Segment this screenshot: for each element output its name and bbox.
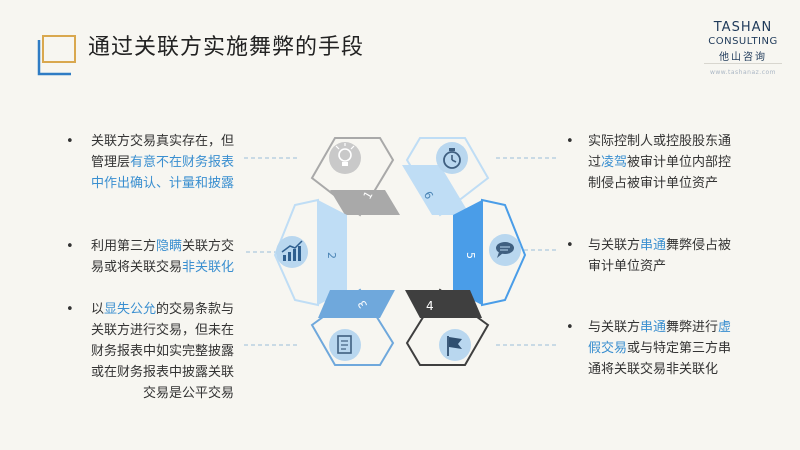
- text-line: 审计单位资产: [588, 256, 738, 277]
- text-run: 的交易条款与: [155, 302, 234, 317]
- left-item-3: • 以显失公允的交易条款与关联方进行交易，但未在财务报表中如实完整披露或在财务报…: [66, 299, 234, 404]
- text-line: 制侵占被审计单位资产: [588, 173, 738, 194]
- text-run: 制侵占被审计单位资产: [588, 176, 719, 191]
- text-line: 利用第三方隐瞒关联方交: [88, 236, 234, 257]
- right-item-1-text: 实际控制人或控股股东通过凌驾被审计单位内部控制侵占被审计单位资产: [588, 131, 738, 194]
- segment-5-number: 5: [464, 252, 477, 259]
- text-line: 管理层有意不在财务报表: [88, 152, 234, 173]
- right-item-2: • 与关联方串通舞弊侵占被审计单位资产: [566, 235, 738, 277]
- bullet: •: [566, 320, 574, 335]
- highlight-text: 隐瞒: [155, 239, 182, 254]
- text-line: 与关联方串通舞弊侵占被: [588, 235, 738, 256]
- text-line: 关联方进行交易，但未在: [88, 320, 234, 341]
- text-run: 管理层: [90, 155, 130, 170]
- highlight-text: 串通: [640, 238, 667, 253]
- left-item-3-text: 以显失公允的交易条款与关联方进行交易，但未在财务报表中如实完整披露或在财务报表中…: [88, 299, 234, 404]
- chat-bubble-icon: [489, 234, 521, 266]
- text-line: 假交易或与特定第三方串: [588, 338, 744, 359]
- text-line: 易或将关联交易非关联化: [88, 257, 234, 278]
- segment-2: 2: [273, 198, 347, 307]
- text-run: 关联方交: [181, 239, 234, 254]
- bullet: •: [566, 238, 574, 253]
- text-run: 舞弊进行: [666, 320, 719, 335]
- left-item-1: • 关联方交易真实存在，但管理层有意不在财务报表中作出确认、计量和披露: [66, 131, 234, 194]
- text-run: 通将关联交易非关联化: [588, 362, 719, 377]
- text-line: 财务报表中如实完整披露: [88, 341, 234, 362]
- text-run: 以: [90, 302, 104, 317]
- text-run: 关联方进行交易，但未在: [90, 323, 234, 338]
- segment-1: 1: [310, 137, 400, 217]
- right-item-2-text: 与关联方串通舞弊侵占被审计单位资产: [588, 235, 738, 277]
- highlight-text: 有意不在财务报表: [129, 155, 234, 170]
- segment-4: 4: [405, 288, 490, 366]
- segment-2-number: 2: [325, 252, 338, 259]
- flag-icon: [439, 329, 471, 361]
- text-run: 过: [588, 155, 602, 170]
- highlight-text: 中作出确认、计量和披露: [90, 176, 234, 191]
- left-item-1-text: 关联方交易真实存在，但管理层有意不在财务报表中作出确认、计量和披露: [88, 131, 234, 194]
- brand-subtitle: CONSULTING: [708, 36, 778, 47]
- text-line: 与关联方串通舞弊进行虚: [588, 317, 744, 338]
- left-item-2-text: 利用第三方隐瞒关联方交易或将关联交易非关联化: [88, 236, 234, 278]
- brand-url: www.tashanaz.com: [709, 69, 777, 76]
- highlight-text: 显失公允: [103, 302, 156, 317]
- page-title: 通过关联方实施舞弊的手段: [88, 35, 365, 60]
- text-run: 利用第三方: [90, 239, 156, 254]
- text-run: 或与特定第三方串: [627, 341, 732, 356]
- brand-chinese-name: 他山咨询: [719, 52, 767, 63]
- text-line: 交易是公平交易: [88, 383, 234, 404]
- text-run: 易或将关联交易: [90, 260, 182, 275]
- segment-3: 3: [310, 288, 395, 366]
- highlight-text: 虚: [718, 320, 732, 335]
- text-run: 实际控制人或控股股东通: [588, 134, 732, 149]
- text-line: 通将关联交易非关联化: [588, 359, 744, 380]
- left-item-2: • 利用第三方隐瞒关联方交易或将关联交易非关联化: [66, 236, 234, 278]
- text-line: 以显失公允的交易条款与: [88, 299, 234, 320]
- bullet: •: [566, 134, 574, 149]
- document-icon: [329, 329, 361, 361]
- text-run: 交易是公平交易: [142, 386, 234, 401]
- highlight-text: 凌驾: [601, 155, 628, 170]
- segment-5: 5: [453, 198, 527, 307]
- highlight-text: 假交易: [588, 341, 628, 356]
- highlight-text: 非关联化: [181, 260, 234, 275]
- text-line: 过凌驾被审计单位内部控: [588, 152, 738, 173]
- title-decoration-icon: [37, 35, 76, 76]
- text-run: 或在财务报表中披露关联: [90, 365, 234, 380]
- right-item-1: • 实际控制人或控股股东通过凌驾被审计单位内部控制侵占被审计单位资产: [566, 131, 738, 194]
- text-run: 审计单位资产: [588, 259, 667, 274]
- text-run: 被审计单位内部控: [627, 155, 732, 170]
- brand-name: TASHAN: [713, 20, 773, 35]
- stopwatch-icon: [436, 142, 468, 174]
- bullet: •: [66, 302, 74, 317]
- right-item-3-text: 与关联方串通舞弊进行虚假交易或与特定第三方串通将关联交易非关联化: [588, 317, 744, 380]
- bullet: •: [66, 134, 74, 149]
- text-line: 中作出确认、计量和披露: [88, 173, 234, 194]
- lightbulb-icon: [329, 142, 361, 174]
- segment-6: 6: [402, 137, 490, 217]
- segment-4-number: 4: [426, 299, 434, 313]
- text-run: 与关联方: [588, 238, 641, 253]
- growth-chart-icon: [276, 236, 308, 268]
- text-line: 关联方交易真实存在，但: [88, 131, 234, 152]
- text-run: 与关联方: [588, 320, 641, 335]
- brand-logo: TASHAN CONSULTING 他山咨询 www.tashanaz.com: [700, 20, 786, 76]
- right-item-3: • 与关联方串通舞弊进行虚假交易或与特定第三方串通将关联交易非关联化: [566, 317, 744, 380]
- text-line: 实际控制人或控股股东通: [588, 131, 738, 152]
- text-line: 或在财务报表中披露关联: [88, 362, 234, 383]
- brand-divider: [704, 63, 782, 64]
- highlight-text: 串通: [640, 320, 667, 335]
- text-run: 财务报表中如实完整披露: [90, 344, 234, 359]
- text-run: 关联方交易真实存在，但: [90, 134, 234, 149]
- text-run: 舞弊侵占被: [666, 238, 732, 253]
- bullet: •: [66, 239, 74, 254]
